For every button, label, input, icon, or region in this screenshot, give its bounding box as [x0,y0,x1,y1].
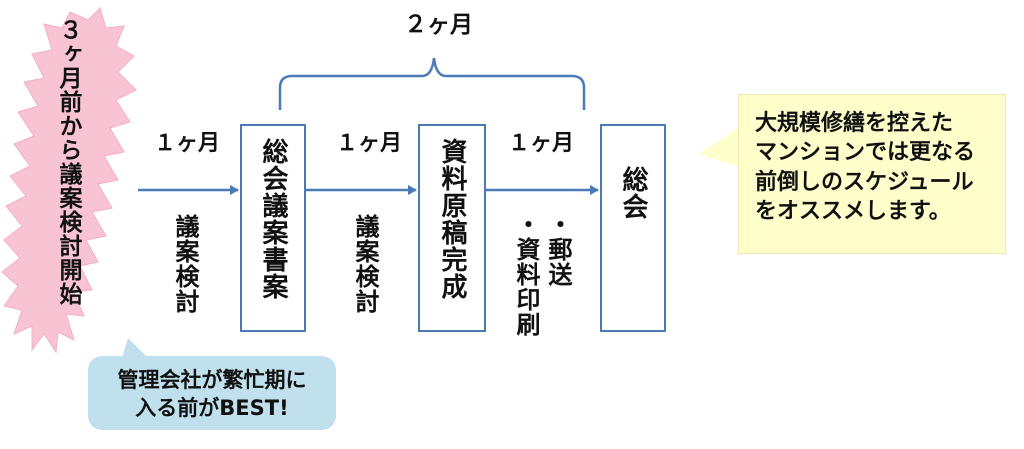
callout-bubble: 管理会社が繁忙期に 入る前がBEST! [88,356,336,430]
note-line-4: をオススメします。 [755,198,951,224]
step-3-duration: １ヶ月 [508,131,575,156]
brace-two-months [278,57,586,110]
step-2-box-label: 資料原稿完成 [437,138,467,300]
step-1-duration: １ヶ月 [154,131,221,156]
step-2-duration: １ヶ月 [336,131,403,156]
step-2-box: 資料原稿完成 [418,124,486,332]
callout-line-1: 管理会社が繁忙期に [117,368,307,392]
note-line-3: 前倒しのスケジュール [755,169,974,195]
step-1-box: 総会議案書案 [240,124,306,332]
step-1-task: 議案検討 [171,214,199,314]
step-3-task-line-2: ・資料印刷 [512,212,540,337]
note-pointer [698,128,738,166]
step-3-box: 総会 [600,124,666,332]
advice-note: 大規模修繕を控えた マンションでは更なる 前倒しのスケジュール をオススメします… [738,94,1006,254]
callout-line-2: 入る前がBEST! [135,396,289,421]
step-1-box-label: 総会議案書案 [258,138,288,300]
total-duration-label: ２ヶ月 [404,12,473,38]
starburst-shape [1,7,137,354]
step-3-box-label: 総会 [618,166,648,220]
step-2-task: 議案検討 [351,214,379,314]
start-label: ３ヶ月前から議案検討開始 [55,18,81,306]
note-line-2: マンションでは更なる [755,140,976,166]
step-3-task-line-1: ・郵送 [544,212,572,287]
note-line-1: 大規模修繕を控えた [755,111,954,136]
callout-pointer [122,338,150,360]
